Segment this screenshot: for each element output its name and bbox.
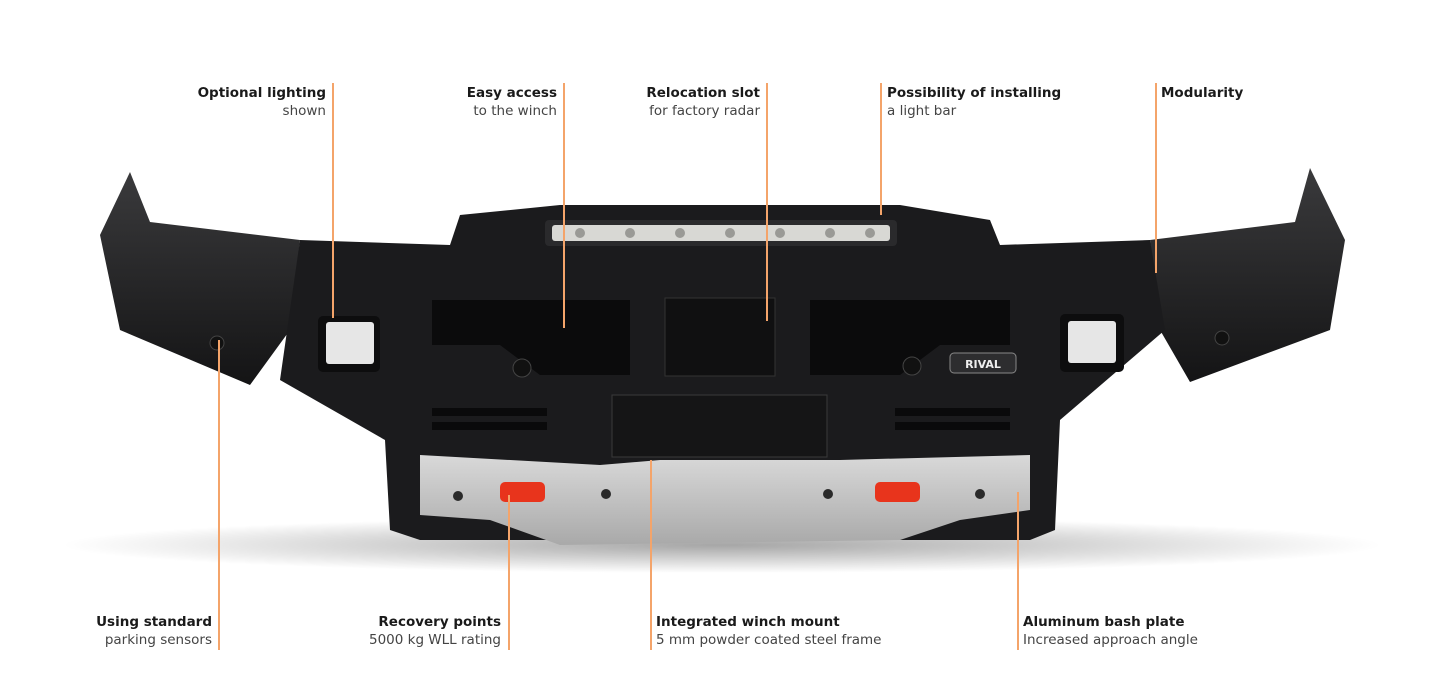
- callout-line: [766, 83, 768, 321]
- callout-subtitle: for factory radar: [649, 103, 760, 119]
- callout-title: Integrated winch mount: [656, 614, 840, 630]
- callout-title: Using standard: [96, 614, 212, 630]
- callout-title: Relocation slot: [646, 85, 760, 101]
- callout-modularity: Modularity: [1161, 84, 1243, 102]
- callout-title: Easy access: [466, 85, 557, 101]
- callout-line: [218, 340, 220, 650]
- callout-recovery-points: Recovery points 5000 kg WLL rating: [369, 613, 501, 649]
- callout-title: Optional lighting: [197, 85, 326, 101]
- callout-relocation-slot: Relocation slot for factory radar: [646, 84, 760, 120]
- bash-plate: [420, 455, 1030, 545]
- callout-winch-mount: Integrated winch mount 5 mm powder coate…: [656, 613, 882, 649]
- winch-mount: [611, 394, 828, 458]
- callout-light-bar: Possibility of installing a light bar: [887, 84, 1061, 120]
- rival-badge-text: RIVAL: [965, 358, 1001, 371]
- parking-sensor: [209, 335, 225, 351]
- callout-subtitle: shown: [282, 103, 326, 119]
- parking-sensor: [1214, 330, 1230, 346]
- callout-subtitle: to the winch: [473, 103, 557, 119]
- callout-subtitle: 5000 kg WLL rating: [368, 632, 501, 648]
- callout-line: [508, 495, 510, 650]
- callout-subtitle: a light bar: [887, 103, 957, 119]
- callout-subtitle: parking sensors: [104, 632, 212, 648]
- recovery-point: [875, 482, 920, 502]
- callout-bash-plate: Aluminum bash plate Increased approach a…: [1023, 613, 1198, 649]
- callout-line: [1155, 83, 1157, 273]
- right-wing: [1150, 168, 1345, 382]
- callout-line: [650, 460, 652, 650]
- callout-optional-lighting: Optional lighting shown: [198, 84, 326, 120]
- callout-title: Possibility of installing: [887, 85, 1062, 101]
- callout-easy-access: Easy access to the winch: [467, 84, 557, 120]
- callout-line: [332, 83, 334, 318]
- callout-title: Recovery points: [378, 614, 501, 630]
- callout-line: [563, 83, 565, 328]
- callout-parking-sensors: Using standard parking sensors: [96, 613, 212, 649]
- recovery-point: [500, 482, 545, 502]
- callout-title: Modularity: [1161, 85, 1244, 101]
- callout-line: [1017, 492, 1019, 650]
- callout-title: Aluminum bash plate: [1023, 614, 1185, 630]
- callout-subtitle: 5 mm powder coated steel frame: [656, 632, 882, 648]
- left-wing: [100, 172, 300, 385]
- parking-sensor: [902, 356, 922, 376]
- parking-sensor: [512, 358, 532, 378]
- left-grille: [432, 300, 630, 375]
- callout-line: [880, 83, 882, 215]
- right-grille: [810, 300, 1010, 375]
- radar-slot: [664, 297, 776, 377]
- callout-subtitle: Increased approach angle: [1023, 632, 1198, 648]
- rival-badge: [949, 352, 1017, 374]
